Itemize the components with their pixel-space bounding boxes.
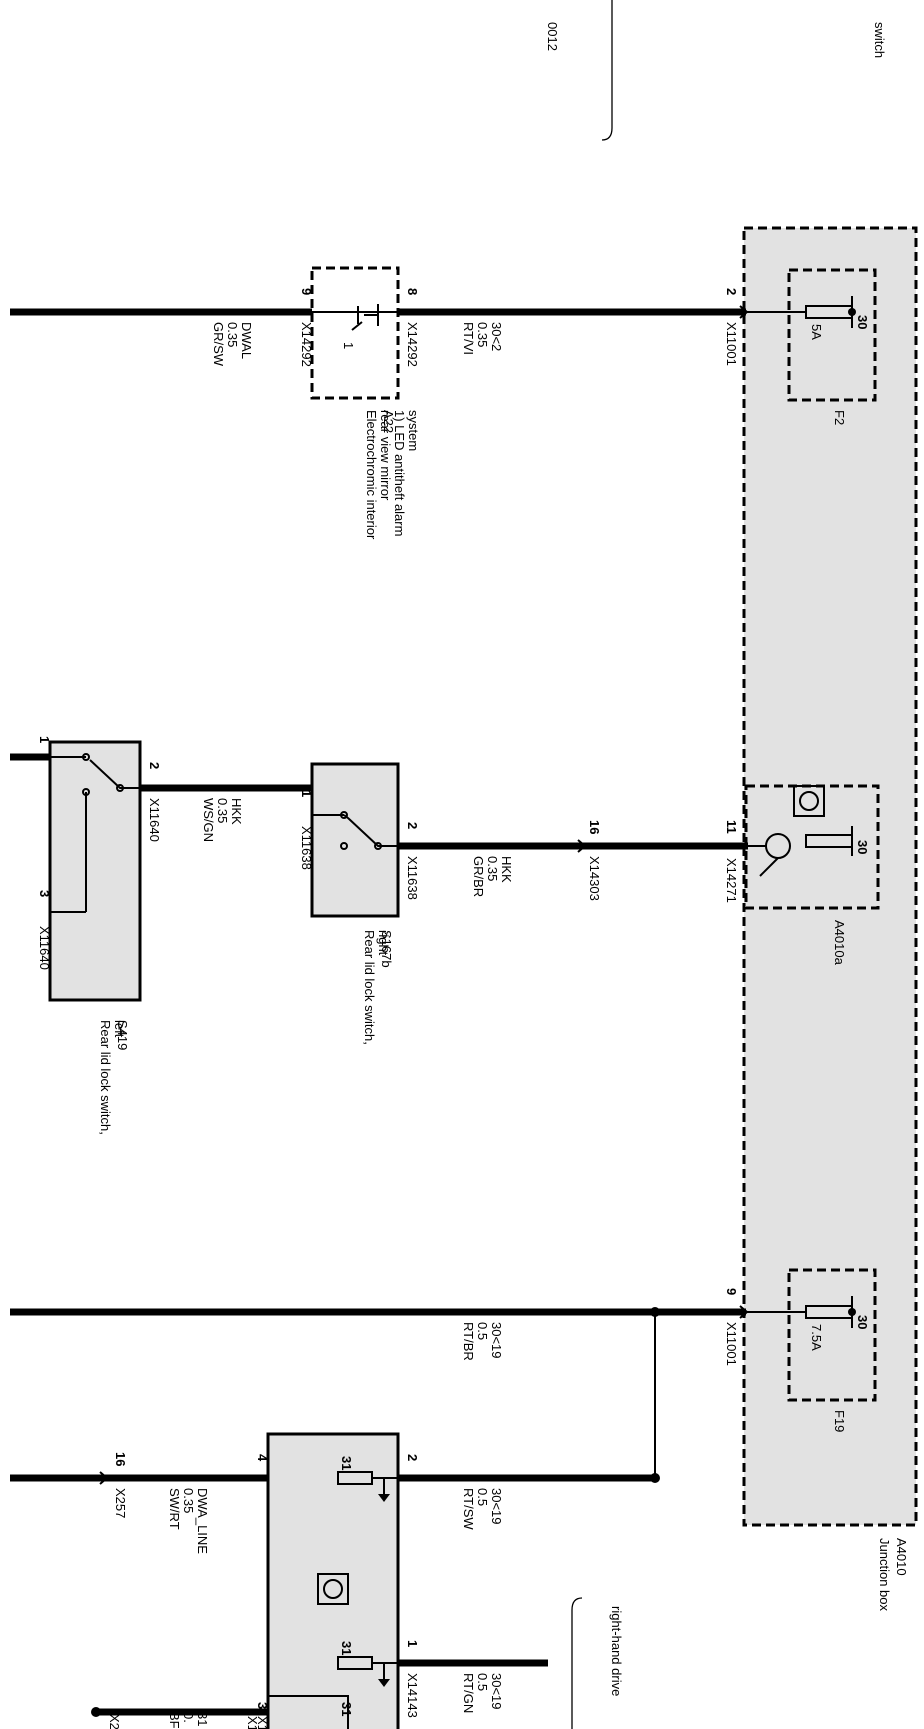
bottom-module-symbol-circle <box>323 1579 343 1599</box>
s419-connector-2: X11640 <box>147 798 162 842</box>
fuse-f2-box <box>787 268 877 402</box>
fuse-f2-id: F2 <box>832 410 847 425</box>
s167b-connector-in: X11638 <box>405 856 420 900</box>
junction-box-id: A4010 <box>894 1538 909 1576</box>
bottom-module-connector-1: X14143 <box>405 1673 420 1718</box>
wire-dwal-label: DWAL0.35GR/SW <box>211 322 254 367</box>
mirror-id: A22 <box>381 410 396 433</box>
fuse-f2-terminal-label: 30 <box>855 315 870 329</box>
bottom-module-pin-4: 4 <box>255 1454 270 1462</box>
right-hand-drive-label: right-hand drive <box>609 1606 624 1696</box>
s419-pin-3: 3 <box>37 890 52 897</box>
bottom-module-pin-1: 1 <box>405 1640 420 1647</box>
wire-dwa-line-label: DWA_LINE0.35SW/RT <box>167 1488 210 1554</box>
fuse-f19-rating: 7.5A <box>809 1324 824 1351</box>
branch-node-top <box>650 1307 660 1317</box>
switch-s419-box <box>48 740 142 1002</box>
module-a4010a-symbol <box>793 785 825 817</box>
bottom-partial-connector: X2 <box>107 1714 122 1729</box>
fuse-f2-pin: 2 <box>724 288 739 295</box>
switch-s419-lead <box>50 756 87 913</box>
s419-connector-3: X11640 <box>37 926 52 970</box>
wire-f2-label: 30<20.35RT/VI <box>461 322 504 355</box>
switch-s167b-node-a <box>374 842 382 850</box>
bottom-ground-b: 31 <box>339 1641 354 1655</box>
mirror-pin-out: 9 <box>299 288 314 295</box>
junction-box-name: Junction box <box>877 1538 892 1611</box>
fuse-f2-rating: 5A <box>809 324 824 340</box>
part-number-fragment: 0012 <box>545 22 560 51</box>
mirror-pin-in: 8 <box>405 288 420 295</box>
mirror-footnote: 1 <box>341 342 356 349</box>
s419-pin-1: 1 <box>37 736 52 743</box>
s167b-pin-out: 1 <box>299 790 314 797</box>
bottom-module-pin-2: 2 <box>405 1454 420 1461</box>
switch-label-fragment: switch <box>872 22 887 58</box>
connector-x14303-name: X14303 <box>587 856 602 901</box>
connector-x257-name: X257 <box>113 1488 128 1518</box>
switch-s419-contact <box>89 759 140 789</box>
bottom-resistor-a-arrow <box>378 1494 390 1502</box>
bottom-module-connector-3: X1 <box>255 1716 270 1729</box>
bottom-resistor-a <box>337 1471 373 1485</box>
s167b-connector-out: X11638 <box>299 826 314 870</box>
s167b-pin-in: 2 <box>405 822 420 829</box>
switch-s167b-box <box>310 762 400 918</box>
bottom-partial-node <box>91 1707 101 1717</box>
wire-rtsw-label: 30<190.5RT/SW <box>461 1488 504 1530</box>
bottom-partial-wire-label: 310.BF <box>167 1712 210 1729</box>
bottom-resistor-b-arrow <box>378 1679 390 1687</box>
wire-hkk-left-label: HKK0.35WS/GN <box>201 798 244 842</box>
fuse-f19-box <box>787 1268 877 1402</box>
fuse-f19-id: F19 <box>832 1410 847 1432</box>
connector-x14303-pin: 16 <box>587 820 602 834</box>
switch-s419-node-a <box>116 784 124 792</box>
bottom-ground-a: 31 <box>339 1456 354 1470</box>
connector-x257-pin: 16 <box>113 1452 128 1466</box>
module-a4010a-resistor <box>805 834 853 848</box>
module-a4010a-pin: 11 <box>724 820 739 834</box>
module-a4010a-connector: X14271 <box>724 858 739 903</box>
fuse-f19-connector: X11001 <box>724 1322 739 1366</box>
fuse-f19-terminal-label: 30 <box>855 1315 870 1329</box>
fuse-f19-pin: 9 <box>724 1288 739 1295</box>
led-symbol <box>351 304 379 331</box>
mirror-connector-in: X14292 <box>405 322 420 367</box>
s419-desc: Rear lid lock switch,left <box>98 1020 127 1135</box>
top-bracket <box>601 0 613 141</box>
mirror-a22-box <box>310 266 400 400</box>
mirror-connector-out: X14292 <box>299 322 314 367</box>
bottom-resistor-b <box>337 1656 373 1670</box>
wire-hkk-right-label: HKK0.35GR/BR <box>471 856 514 897</box>
rhd-bracket <box>571 1597 583 1729</box>
fuse-f2-connector: X11001 <box>724 322 739 366</box>
wire-f19-label: 30<190.5RT/BR <box>461 1322 504 1361</box>
bottom-module-pin-3: 3 <box>255 1702 270 1709</box>
module-a4010a-ground <box>759 857 779 877</box>
module-a4010a-symbol-circle <box>799 791 819 811</box>
switch-s167b-node-c <box>340 842 348 850</box>
bottom-module-inner <box>267 1695 349 1729</box>
wire-rtgn-label: 30<190.5RT/GN <box>461 1673 504 1713</box>
module-a4010a-id: A4010a <box>832 920 847 966</box>
module-a4010a-terminal-label: 30 <box>855 840 870 854</box>
bottom-module-symbol <box>317 1573 349 1605</box>
s419-pin-2: 2 <box>147 762 162 769</box>
s419-id: S419 <box>115 1020 130 1050</box>
junction-box-a4010 <box>742 226 918 1527</box>
s167b-id: S167b <box>379 930 394 968</box>
s167b-desc: Rear lid lock switch,right <box>362 930 391 1045</box>
mirror-desc: Electrochromic interiorrear view mirror1… <box>364 410 421 540</box>
bottom-partial-conn2: X1 <box>245 1716 260 1729</box>
bottom-ground-c: 31 <box>339 1702 354 1716</box>
